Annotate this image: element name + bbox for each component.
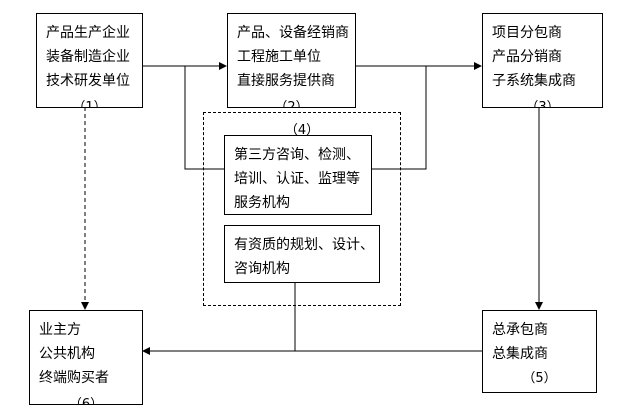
node-label: （5） (522, 371, 557, 386)
node-text: 有资质的规划、设计、 (234, 237, 374, 253)
node-third-party: 第三方咨询、检测、 培训、认证、监理等 服务机构 (224, 135, 372, 215)
node-planning: 有资质的规划、设计、 咨询机构 (224, 225, 380, 283)
node-text: 装备制造企业 (46, 49, 130, 65)
node-text: 产品、设备经销商 (237, 25, 349, 41)
node-label: （2） (274, 100, 309, 108)
node-text: 培训、认证、监理等 (234, 171, 360, 187)
node-label: （6） (68, 397, 104, 405)
node-producers: 产品生产企业 装备制造企业 技术研发单位 （1） (36, 13, 143, 108)
node-text: 第三方咨询、检测、 (234, 147, 360, 163)
node-text: 工程施工单位 (237, 49, 321, 65)
node-text: 总承包商 (492, 322, 548, 338)
third-party-group: （4） (203, 112, 401, 306)
node-text: 产品生产企业 (46, 25, 130, 41)
node-subcontractors: 项目分包商 产品分销商 子系统集成商 （3） (482, 13, 603, 108)
node-text: 产品分销商 (492, 49, 562, 65)
node-distributors: 产品、设备经销商 工程施工单位 直接服务提供商 （2） (227, 13, 356, 108)
group-label: （4） (284, 123, 320, 138)
node-text: 咨询机构 (234, 261, 290, 277)
line-third-party-left (184, 66, 224, 170)
node-text: 终端购买者 (39, 370, 109, 386)
node-label: （1） (72, 100, 107, 108)
node-text: 项目分包商 (492, 25, 562, 41)
node-text: 技术研发单位 (46, 73, 130, 89)
node-text: 服务机构 (234, 195, 290, 211)
node-text: 直接服务提供商 (237, 73, 335, 89)
node-contractors: 总承包商 总集成商 （5） (482, 310, 597, 393)
node-text: 业主方 (39, 322, 81, 338)
line-third-party-right (371, 66, 427, 170)
node-owners: 业主方 公共机构 终端购买者 （6） (29, 310, 143, 405)
node-text: 子系统集成商 (492, 73, 576, 89)
node-label: （3） (525, 100, 560, 108)
node-text: 总集成商 (492, 346, 548, 362)
node-text: 公共机构 (39, 346, 95, 362)
